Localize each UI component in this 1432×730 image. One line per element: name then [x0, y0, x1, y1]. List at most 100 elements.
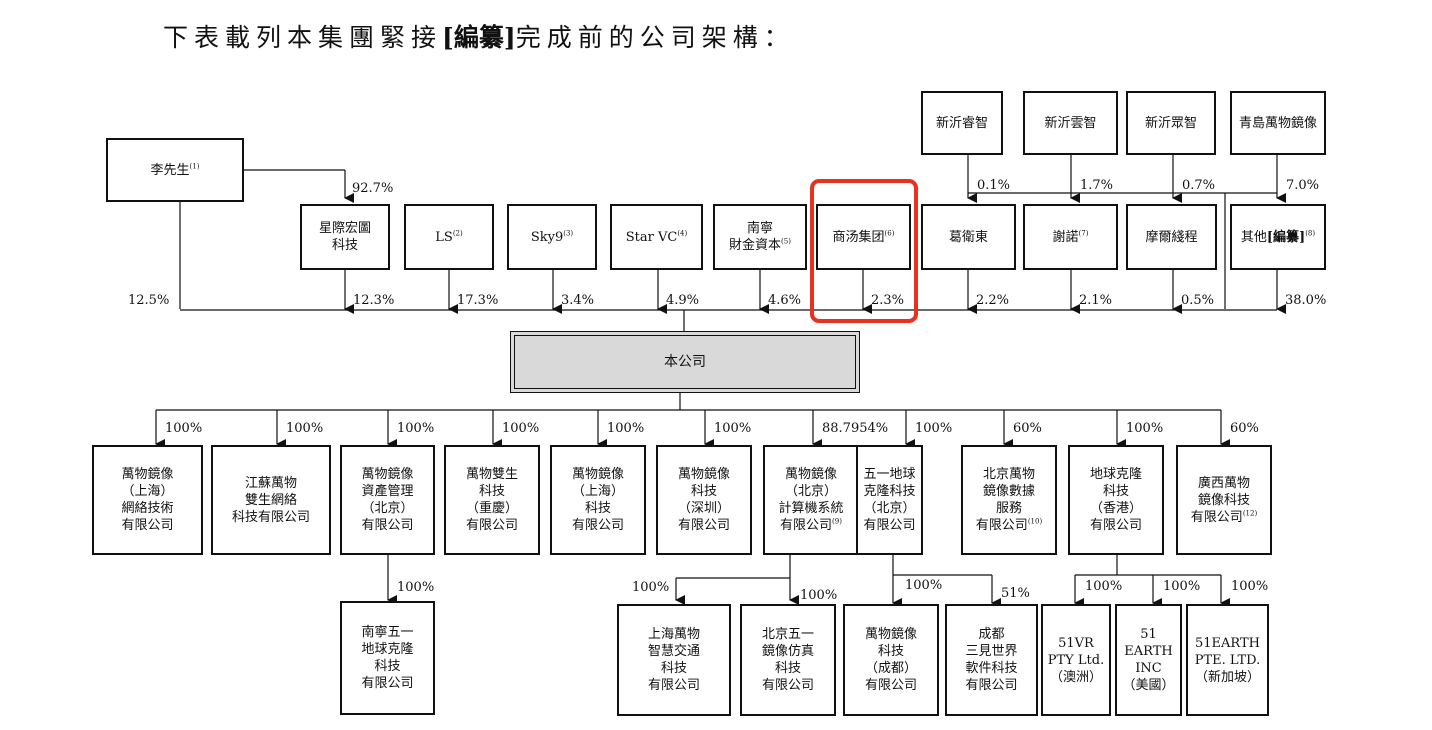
subsidiary-box-2-label: 萬物鏡像 資產管理 （北京） 有限公司 — [361, 466, 413, 534]
subsidiary-box-7-label: 五一地球 克隆科技 （北京） 有限公司 — [863, 466, 915, 534]
li-to-xingji-pct: 92.7% — [352, 181, 394, 196]
shareholder-box-nanning-label: 南寧 財金資本(5) — [729, 220, 791, 254]
subsidiary-box-1-text: 江蘇萬物 雙生網絡 科技有限公司 — [231, 475, 310, 525]
shareholder-box-others: 其他[編纂](8) — [1230, 204, 1326, 270]
l3-box-2-label: 北京五一 鏡像仿真 科技 有限公司 — [762, 626, 814, 694]
shareholder-box-moer-text: 摩爾綫程 — [1145, 229, 1198, 245]
shareholder-box-xie-note: (7) — [1078, 229, 1089, 238]
subsidiary-box-9-text: 地球克隆 科技 （香港） 有限公司 — [1089, 467, 1142, 533]
l3-box-5: 51VR PTY Ltd. （澳洲） — [1041, 604, 1111, 716]
subsidiary-box-2: 萬物鏡像 資產管理 （北京） 有限公司 — [340, 445, 435, 555]
shareholder-box-others-text: 其他 — [1240, 229, 1267, 245]
shareholder-box-starvc: Star VC(4) — [610, 204, 703, 270]
shareholder-pct-ge: 2.2% — [976, 293, 1010, 308]
shareholder-pct-li: 12.5% — [128, 293, 170, 308]
subsidiary-box-0-text: 萬物鏡像 （上海） 網絡技術 有限公司 — [121, 467, 174, 533]
l3-pct-5: 100% — [1085, 579, 1123, 594]
title-bold: [編纂] — [442, 23, 516, 52]
top-holder-box-0-label: 新沂睿智 — [936, 115, 988, 132]
top-holder-box-1: 新沂雲智 — [1023, 91, 1118, 155]
l3-pct-3: 100% — [905, 578, 943, 593]
l3-pct-6: 100% — [1163, 579, 1201, 594]
top-holder-box-2-text: 新沂眾智 — [1144, 115, 1197, 131]
subsidiary-pct-0: 100% — [165, 421, 203, 436]
shareholder-pct-ls: 17.3% — [457, 293, 499, 308]
shareholder-pct-sky9: 3.4% — [561, 293, 595, 308]
subsidiary-pct-3: 100% — [502, 421, 540, 436]
shareholder-pct-nanning: 4.6% — [768, 293, 802, 308]
subsidiary-box-8-label: 北京萬物 鏡像數據 服務 有限公司(10) — [976, 466, 1042, 534]
shareholder-box-ge-text: 葛衛東 — [948, 229, 988, 245]
l3-box-2-text: 北京五一 鏡像仿真 科技 有限公司 — [761, 627, 814, 693]
subsidiary-box-7-text: 五一地球 克隆科技 （北京） 有限公司 — [863, 467, 916, 533]
shareholder-box-sky9-note: (3) — [563, 229, 574, 238]
top-holder-box-1-text: 新沂雲智 — [1044, 115, 1097, 131]
subsidiary-box-10-label: 廣西萬物 鏡像科技 有限公司(12) — [1191, 475, 1257, 526]
subsidiary-pct-9: 100% — [1126, 421, 1164, 436]
subsidiary-box-6-text: 萬物鏡像 （北京） 計算機系統 有限公司 — [778, 467, 844, 533]
subsidiary-box-6-label: 萬物鏡像 （北京） 計算機系統 有限公司(9) — [778, 466, 843, 534]
subsidiary-box-10-note: (12) — [1242, 509, 1258, 518]
l3-box-0: 南寧五一 地球克隆 科技 有限公司 — [340, 601, 435, 715]
shareholder-box-ls-text: LS — [435, 229, 453, 245]
subsidiary-pct-2: 100% — [397, 421, 435, 436]
shareholder-box-xie-label: 謝諾(7) — [1053, 229, 1089, 246]
l3-box-1-text: 上海萬物 智慧交通 科技 有限公司 — [647, 627, 700, 693]
shareholder-box-ls: LS(2) — [404, 204, 494, 270]
shareholder-box-li-text: 李先生 — [150, 162, 190, 178]
shareholder-box-xingji: 星際宏圖 科技 — [300, 204, 390, 270]
top-holder-box-1-label: 新沂雲智 — [1044, 115, 1096, 132]
shareholder-box-sky9-text: Sky9 — [530, 229, 564, 245]
top-holder-pct-0: 0.1% — [977, 178, 1011, 193]
subsidiary-box-7: 五一地球 克隆科技 （北京） 有限公司 — [856, 445, 923, 555]
shareholder-box-shangtang-note: (6) — [884, 229, 895, 238]
shareholder-pct-xie: 2.1% — [1079, 293, 1113, 308]
l3-box-4-label: 成都 三見世界 軟件科技 有限公司 — [965, 626, 1017, 694]
shareholder-pct-others: 38.0% — [1285, 293, 1327, 308]
shareholder-box-others-note: (8) — [1305, 229, 1316, 238]
subsidiary-box-3: 萬物雙生 科技 （重慶） 有限公司 — [444, 445, 540, 555]
shareholder-box-shangtang-label: 商汤集团(6) — [833, 229, 895, 246]
subsidiary-box-10: 廣西萬物 鏡像科技 有限公司(12) — [1176, 445, 1272, 555]
subsidiary-box-2-text: 萬物鏡像 資產管理 （北京） 有限公司 — [361, 467, 414, 533]
top-holder-box-0-text: 新沂睿智 — [935, 115, 988, 131]
top-holder-pct-2: 0.7% — [1182, 178, 1216, 193]
shareholder-box-others-label: 其他[編纂](8) — [1241, 229, 1315, 246]
l3-box-0-label: 南寧五一 地球克隆 科技 有限公司 — [361, 624, 413, 692]
l3-box-6: 51 EARTH INC （美國） — [1115, 604, 1182, 716]
subsidiary-pct-7: 100% — [915, 421, 953, 436]
subsidiary-pct-1: 100% — [286, 421, 324, 436]
top-holder-box-3-label: 青島萬物鏡像 — [1239, 115, 1317, 132]
subsidiary-box-9: 地球克隆 科技 （香港） 有限公司 — [1068, 445, 1164, 555]
shareholder-box-xie: 謝諾(7) — [1023, 204, 1118, 270]
shareholder-box-xie-text: 謝諾 — [1052, 229, 1079, 245]
shareholder-box-li-note: (1) — [189, 162, 200, 171]
subsidiary-box-9-label: 地球克隆 科技 （香港） 有限公司 — [1090, 466, 1142, 534]
top-holder-pct-3: 7.0% — [1286, 178, 1320, 193]
subsidiary-box-5: 萬物鏡像 科技 （深圳） 有限公司 — [656, 445, 752, 555]
l3-box-7-label: 51EARTH PTE. LTD. （新加坡） — [1195, 635, 1261, 686]
subsidiary-pct-4: 100% — [607, 421, 645, 436]
shareholder-box-starvc-note: (4) — [677, 229, 688, 238]
shareholder-box-xingji-text: 星際宏圖 科技 — [318, 221, 371, 253]
subsidiary-box-6-note: (9) — [832, 517, 842, 526]
subsidiary-box-4-text: 萬物鏡像 （上海） 科技 有限公司 — [571, 467, 624, 533]
subsidiary-box-0-label: 萬物鏡像 （上海） 網絡技術 有限公司 — [121, 466, 173, 534]
shareholder-box-nanning-text: 南寧 財金資本 — [729, 221, 782, 253]
subsidiary-box-4: 萬物鏡像 （上海） 科技 有限公司 — [550, 445, 646, 555]
l3-box-5-label: 51VR PTY Ltd. （澳洲） — [1048, 635, 1104, 686]
subsidiary-box-5-text: 萬物鏡像 科技 （深圳） 有限公司 — [677, 467, 730, 533]
top-holder-box-0: 新沂睿智 — [921, 91, 1003, 155]
company-box-text: 本公司 — [664, 353, 706, 370]
top-holder-pct-1: 1.7% — [1080, 178, 1114, 193]
shareholder-box-shangtang: 商汤集团(6) — [816, 204, 911, 270]
subsidiary-box-8: 北京萬物 鏡像數據 服務 有限公司(10) — [961, 445, 1057, 555]
l3-box-4: 成都 三見世界 軟件科技 有限公司 — [945, 604, 1038, 716]
l3-box-7: 51EARTH PTE. LTD. （新加坡） — [1186, 604, 1269, 716]
company-box: 本公司 — [510, 331, 860, 393]
shareholder-box-li: 李先生(1) — [106, 138, 244, 202]
shareholder-pct-shangtang: 2.3% — [871, 293, 905, 308]
l3-pct-0: 100% — [397, 580, 435, 595]
l3-box-1: 上海萬物 智慧交通 科技 有限公司 — [617, 604, 731, 716]
l3-box-6-text: 51 EARTH INC （美國） — [1122, 627, 1175, 693]
